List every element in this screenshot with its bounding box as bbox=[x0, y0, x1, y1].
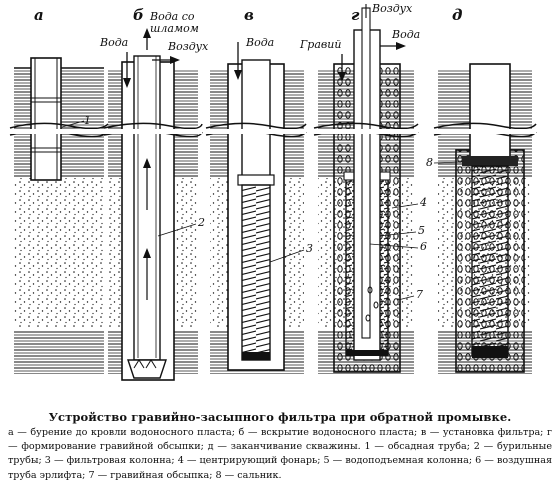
label-water-slurry-1: Вода со bbox=[149, 10, 195, 23]
label-4: 4 bbox=[419, 196, 427, 209]
caption-title: Устройство гравийно-засыпного фильтра пр… bbox=[48, 410, 512, 424]
lower-stratum bbox=[14, 330, 104, 374]
caption-text: а — бурение до кровли водоносного пласта… bbox=[8, 427, 552, 481]
panel-label-d: д bbox=[452, 6, 462, 24]
panel-v: Вода 3 bbox=[205, 36, 313, 374]
label-8: 8 bbox=[426, 156, 433, 169]
label-water-b: Вода bbox=[99, 36, 128, 49]
label-2: 2 bbox=[197, 216, 205, 229]
label-3: 3 bbox=[306, 242, 313, 255]
well-diagram: а б в г д 1 bbox=[9, 2, 537, 381]
panel-label-a: а bbox=[34, 6, 44, 24]
airlift-pipe bbox=[361, 7, 371, 339]
panel-g: Воздух Гравий Вода 4 5 6 7 bbox=[299, 2, 427, 374]
panel-a: 1 bbox=[9, 57, 109, 374]
label-air-b: Воздух bbox=[167, 40, 209, 53]
panel-label-v: в bbox=[244, 6, 254, 24]
label-water-g: Вода bbox=[391, 28, 420, 41]
packer bbox=[462, 156, 518, 166]
label-7: 7 bbox=[416, 288, 423, 301]
label-air-g: Воздух bbox=[371, 2, 413, 15]
label-1: 1 bbox=[84, 114, 91, 127]
panel-label-g: г bbox=[351, 6, 360, 24]
figure-caption: Устройство гравийно-засыпного фильтра пр… bbox=[8, 410, 552, 483]
panel-label-b: б bbox=[133, 6, 144, 24]
casing-pipe bbox=[469, 63, 511, 161]
aquifer-sand bbox=[14, 178, 104, 328]
label-5: 5 bbox=[418, 224, 425, 237]
label-gravel: Гравий bbox=[299, 38, 341, 51]
panel-d: 8 bbox=[426, 63, 537, 374]
panel-b: Вода Вода со шламом Воздух 2 bbox=[99, 10, 209, 381]
label-water-slurry-2: шламом bbox=[150, 22, 199, 35]
filter-column bbox=[241, 184, 271, 361]
label-6: 6 bbox=[420, 240, 427, 253]
casing-pipe bbox=[30, 57, 62, 181]
label-water-v: Вода bbox=[245, 36, 274, 49]
drill-bit bbox=[127, 359, 167, 379]
